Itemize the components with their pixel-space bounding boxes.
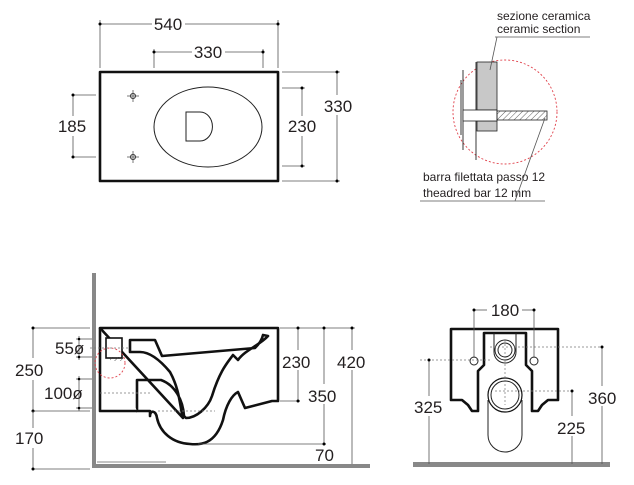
dimension-depth-overall: 330 xyxy=(282,70,356,183)
dimension-label: 230 xyxy=(282,353,310,372)
dimension-label: 185 xyxy=(58,117,86,136)
dimension-fixing-spacing-front: 180 xyxy=(472,301,536,358)
dimension-label: 180 xyxy=(491,301,519,320)
dimension-label: 330 xyxy=(324,97,352,116)
dimension-label: 225 xyxy=(557,419,585,438)
dimension-outlet-diameter: 100ø xyxy=(44,376,92,411)
dimension-bowl-depth: 230 xyxy=(280,326,355,403)
dimension-label: 350 xyxy=(308,387,336,406)
dimension-label: 330 xyxy=(194,43,222,62)
dimension-inlet-height: 360 xyxy=(588,345,616,464)
detail-circle xyxy=(452,59,558,165)
dimension-label: 170 xyxy=(15,429,43,448)
dimension-inlet-diameter: 55ø xyxy=(55,336,92,360)
dimension-label: 325 xyxy=(414,398,442,417)
dimension-label: 420 xyxy=(337,353,365,372)
wall xyxy=(92,273,96,468)
dimension-fixing-height: 325 xyxy=(414,358,442,464)
dimension-label: 100ø xyxy=(44,384,83,403)
dimension-trap-depth: 350 xyxy=(198,326,340,446)
seat-oval xyxy=(153,86,263,168)
fixing-detail: sezione ceramica ceramic section barra f… xyxy=(420,9,591,202)
ceramic-section xyxy=(476,61,498,111)
floor xyxy=(92,464,370,468)
front-view: 180 325 360 225 xyxy=(413,301,616,467)
ceramic-section-label-it: sezione ceramica xyxy=(497,9,591,23)
drain-d-shape xyxy=(185,111,213,142)
threaded-bar-label-it: barra filettata passo 12 xyxy=(423,170,545,184)
fixing-hole-icon xyxy=(127,90,139,163)
dimension-label: 250 xyxy=(15,361,43,380)
dimension-outlet-height: 225 xyxy=(557,389,585,464)
dimension-width-overall: 540 xyxy=(98,15,280,68)
threaded-bar-label-en: theadred bar 12 mm xyxy=(423,186,531,200)
dimension-label: 360 xyxy=(588,389,616,408)
dimension-depth-bowl: 230 xyxy=(282,86,316,168)
top-view: 540 330 330 230 185 xyxy=(58,15,356,183)
front-view-outline xyxy=(449,327,560,413)
dimension-label: 55ø xyxy=(55,339,84,358)
outlet-circle xyxy=(487,377,523,413)
side-view-outline xyxy=(98,326,280,446)
dimension-total-height: 420 xyxy=(335,326,371,464)
detail-marker-circle xyxy=(94,347,126,379)
dimension-label: 230 xyxy=(288,117,316,136)
threaded-bar xyxy=(496,110,548,121)
dimension-lower-height: 170 xyxy=(15,411,90,471)
top-view-outline xyxy=(98,70,280,183)
side-view: 250 170 55ø 100ø 230 xyxy=(15,273,371,471)
dimension-upper-height: 250 xyxy=(15,326,90,413)
dimension-bottom-offset: 70 xyxy=(315,446,334,465)
dimension-label: 540 xyxy=(154,15,182,34)
ceramic-section-label-en: ceramic section xyxy=(497,22,580,36)
dimension-fixing-spacing: 185 xyxy=(58,93,96,159)
dimension-width-bowl: 330 xyxy=(152,43,265,68)
floor xyxy=(413,462,610,467)
